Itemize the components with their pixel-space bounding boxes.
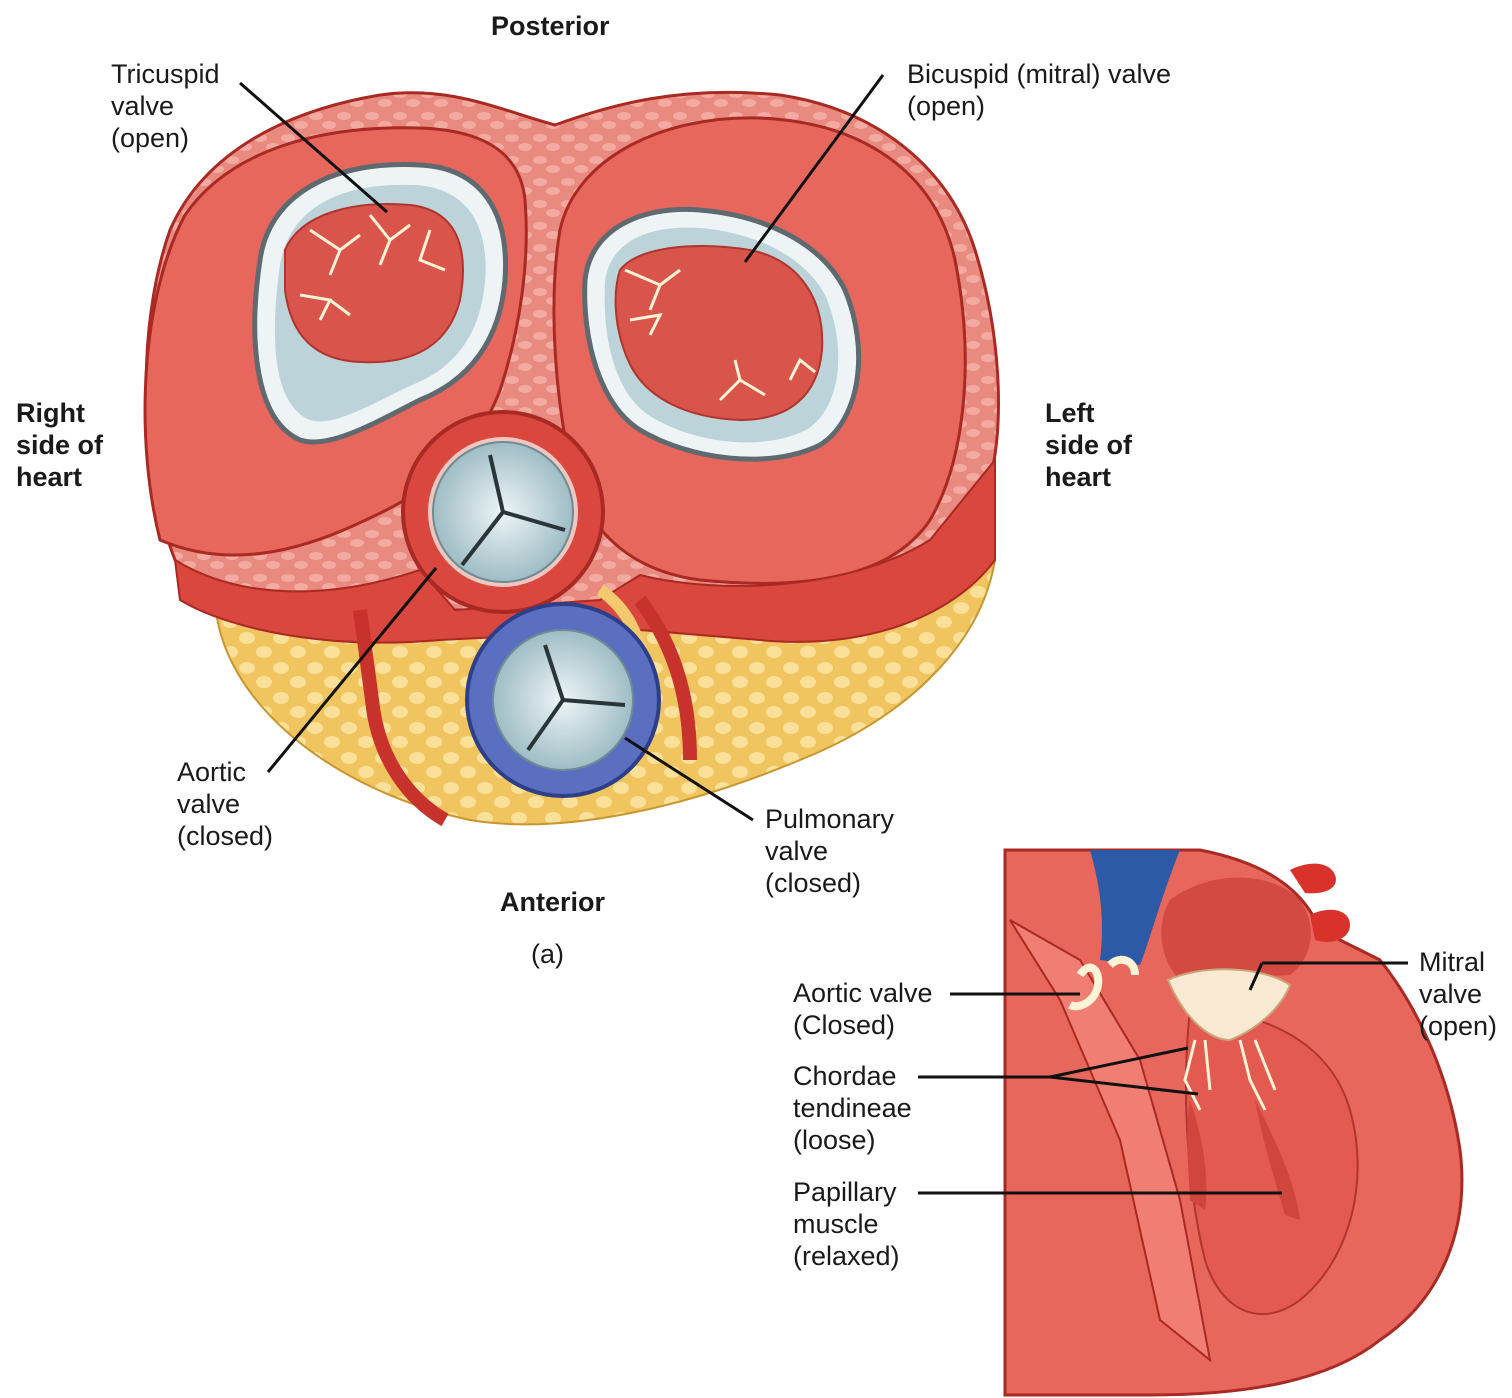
mitral-orifice bbox=[614, 245, 824, 422]
panel-b-leader-lines bbox=[918, 961, 1408, 1195]
inset-mitral-valve bbox=[1166, 968, 1292, 1042]
tricuspid-chordae bbox=[299, 214, 446, 321]
inset-chordae bbox=[1183, 1039, 1277, 1111]
inset-chordae-leader-down bbox=[1049, 1075, 1199, 1096]
panel-a-leader-lines bbox=[239, 74, 885, 822]
panel-b-heart bbox=[1003, 848, 1464, 1397]
tricuspid-orifice bbox=[284, 203, 464, 364]
tricuspid-leader bbox=[239, 81, 388, 214]
inset-aorta bbox=[1090, 850, 1180, 965]
inset-pulmonary-veins bbox=[1290, 863, 1350, 942]
label-bicuspid-valve: Bicuspid (mitral) valve(open) bbox=[907, 59, 1172, 121]
mitral-chordae bbox=[624, 268, 816, 402]
heart-lower-wall bbox=[173, 457, 996, 644]
inset-mitral-leader-diag bbox=[1248, 962, 1264, 991]
aortic-leader bbox=[266, 567, 438, 773]
inset-left-atrium bbox=[1161, 877, 1311, 980]
pulmonary-commissures bbox=[526, 644, 626, 752]
inset-chordae-leader-up bbox=[1049, 1046, 1189, 1079]
inset-septum bbox=[1009, 919, 1212, 1363]
label-posterior: Posterior bbox=[491, 11, 610, 41]
right-coronary-artery bbox=[353, 609, 449, 827]
left-anterior-descending-artery bbox=[634, 595, 697, 761]
inset-papillary-muscles bbox=[1187, 1100, 1300, 1220]
aortic-commissures bbox=[460, 454, 566, 567]
panel-a-heart bbox=[143, 90, 1000, 827]
inset-aortic-valve bbox=[1068, 955, 1139, 1011]
pulmonary-leader bbox=[624, 736, 754, 822]
label-inset-aortic-valve: Aortic valve(Closed) bbox=[793, 978, 933, 1040]
bicuspid-leader bbox=[743, 74, 885, 263]
panel-a-caption: (a) bbox=[531, 939, 564, 969]
label-anterior: Anterior bbox=[500, 887, 606, 917]
